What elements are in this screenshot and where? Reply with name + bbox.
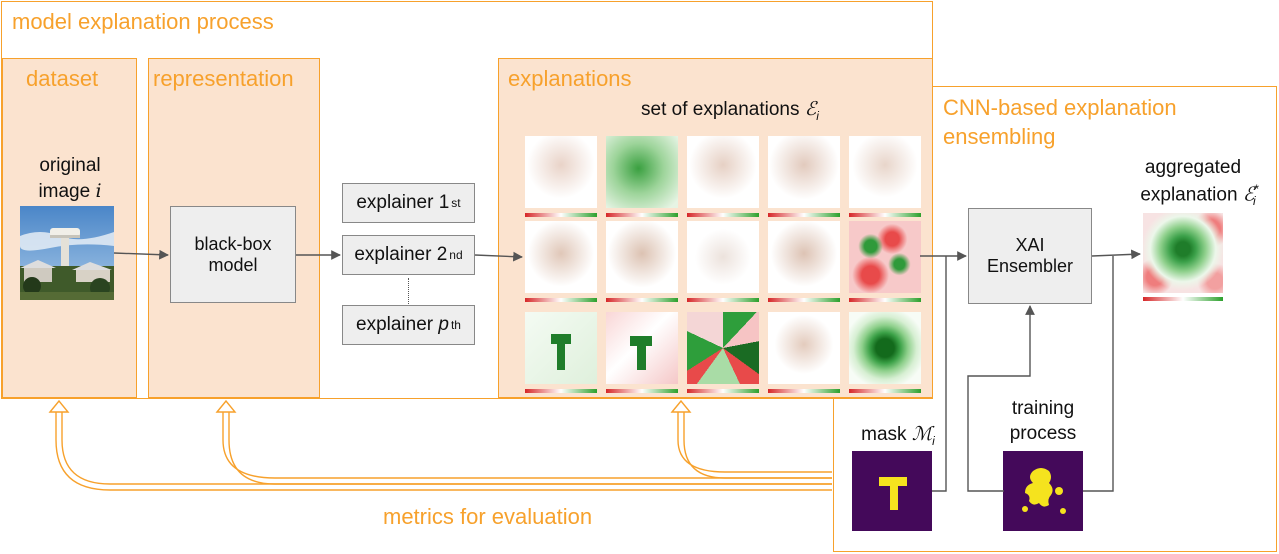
metrics-label: metrics for evaluation [383, 504, 593, 529]
original-image-label-2: image i [38, 180, 102, 202]
mask-image [852, 451, 932, 531]
ensembling-frame-left [833, 398, 834, 552]
explanation-map [849, 136, 921, 217]
set-of-explanations-label: set of explanations ℰi [641, 98, 819, 123]
explanation-map [687, 312, 759, 393]
explanations-title: explanations [508, 66, 632, 91]
explanation-map [768, 312, 840, 393]
explanation-map [606, 136, 678, 217]
black-box-model[interactable]: black-box model [170, 206, 296, 303]
original-image-photo [20, 206, 114, 300]
explanation-map [606, 312, 678, 393]
explanation-map [687, 136, 759, 217]
explanation-map [606, 221, 678, 302]
explanation-map [849, 312, 921, 393]
explainer-ellipsis [408, 278, 409, 304]
process-title: model explanation process [12, 9, 274, 34]
training-image [1003, 451, 1083, 531]
mask-label: mask ℳi [861, 423, 935, 448]
explanation-map [525, 312, 597, 393]
training-label-1: training [1011, 398, 1075, 419]
explanation-map [525, 136, 597, 217]
aggregated-explanation-map [1143, 213, 1223, 301]
ensembling-title-2: ensembling [943, 124, 1056, 149]
representation-title: representation [153, 66, 294, 91]
xai-ensembler[interactable]: XAI Ensembler [968, 208, 1092, 304]
original-image-label-1: original [39, 155, 101, 176]
dataset-title: dataset [26, 66, 99, 91]
explanation-map [849, 221, 921, 302]
ensembling-frame [833, 86, 1277, 552]
explanation-map [768, 136, 840, 217]
ensembling-frame-top [933, 86, 1277, 87]
explanation-map [525, 221, 597, 302]
aggregated-label-1: aggregated [1144, 157, 1242, 178]
ensembling-title-1: CNN-based explanation [943, 95, 1177, 120]
training-label-2: process [1009, 423, 1077, 444]
explanation-map [687, 221, 759, 302]
explanation-map [768, 221, 840, 302]
aggregated-label-2: explanation ℰ*i [1140, 182, 1259, 209]
